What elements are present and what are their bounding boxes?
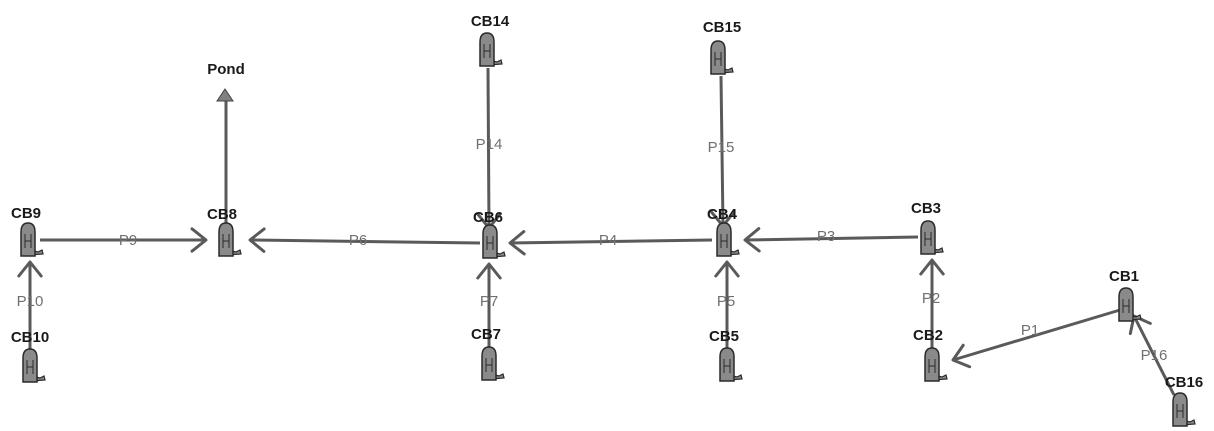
node-cb10[interactable]: CB10: [11, 329, 49, 383]
pipe-p6[interactable]: P6: [248, 227, 481, 253]
pipe-p14[interactable]: P14: [476, 67, 503, 230]
flow-arrow-icon: [743, 227, 761, 253]
node-label: CB2: [913, 327, 943, 344]
catch-basin-icon: [924, 347, 948, 382]
outfall-pond[interactable]: Pond: [207, 61, 245, 102]
catch-basin-icon: [22, 348, 46, 383]
flow-arrow-icon: [951, 343, 972, 369]
catch-basin-icon: [481, 346, 505, 381]
catch-basin-icon: [20, 222, 44, 257]
flow-arrow-icon: [919, 258, 945, 276]
catch-basin-icon: [716, 222, 740, 257]
pipe-label: P7: [480, 293, 498, 310]
pipe-label: P14: [476, 136, 503, 153]
catch-basin-icon: [719, 347, 743, 382]
pipe-label: P10: [17, 293, 44, 310]
node-label: CB6: [473, 209, 503, 226]
pipe-line[interactable]: [719, 75, 725, 227]
pipe-p2[interactable]: P2: [919, 258, 945, 352]
node-cb9[interactable]: CB9: [11, 205, 44, 257]
flow-arrow-icon: [17, 260, 43, 278]
node-label: CB16: [1165, 374, 1203, 391]
pipe-label: P1: [1021, 322, 1039, 339]
pipe-label: P4: [599, 232, 617, 249]
outfall-triangle-icon: [216, 88, 234, 102]
flow-arrow-icon: [714, 260, 740, 278]
node-label: CB10: [11, 329, 49, 346]
flow-arrow-icon: [248, 227, 266, 253]
catch-basin-icon: [1118, 287, 1142, 322]
catch-basin-icon: [482, 224, 506, 259]
node-cb4[interactable]: CB4: [707, 206, 740, 257]
node-cb14[interactable]: CB14: [471, 13, 510, 67]
catch-basin-icon: [920, 220, 944, 255]
pipe-line[interactable]: [509, 238, 713, 245]
flow-arrow-icon: [476, 262, 502, 280]
pipe-p1[interactable]: P1: [951, 308, 1121, 369]
node-label: CB8: [207, 206, 237, 223]
pipe-p4[interactable]: P4: [508, 230, 713, 256]
node-label: CB1: [1109, 268, 1139, 285]
pipe-p9[interactable]: P9: [40, 227, 208, 253]
pipe-label: P9: [119, 232, 137, 249]
pipe-line[interactable]: [744, 235, 919, 242]
node-cb8[interactable]: CB8: [207, 206, 242, 257]
pipe-label: P6: [349, 232, 367, 249]
node-label: CB15: [703, 19, 741, 36]
node-label: Pond: [207, 61, 245, 78]
node-cb16[interactable]: CB16: [1165, 374, 1203, 427]
node-label: CB7: [471, 326, 501, 343]
pipe-label: P16: [1141, 347, 1168, 364]
pipe-p3[interactable]: P3: [743, 227, 919, 253]
pipe-line[interactable]: [486, 67, 491, 229]
pipe-p15[interactable]: P15: [708, 75, 736, 228]
node-cb5[interactable]: CB5: [709, 328, 743, 382]
pipe-p10[interactable]: P10: [17, 260, 44, 352]
catch-basin-icon: [479, 32, 503, 67]
flow-arrow-icon: [508, 230, 526, 256]
node-cb15[interactable]: CB15: [703, 19, 741, 75]
node-cb7[interactable]: CB7: [471, 326, 505, 381]
flow-arrow-icon: [190, 227, 208, 253]
catch-basin-icon: [218, 222, 242, 257]
node-cb6[interactable]: CB6: [473, 209, 506, 259]
catch-basin-icon: [710, 40, 734, 75]
pipe-label: P3: [817, 228, 835, 245]
node-label: CB9: [11, 205, 41, 222]
node-label: CB5: [709, 328, 739, 345]
pipe-label: P15: [708, 139, 735, 156]
pipe-line[interactable]: [952, 308, 1121, 362]
pipe-label: P5: [717, 293, 735, 310]
node-cb1[interactable]: CB1: [1109, 268, 1142, 322]
node-cb2[interactable]: CB2: [913, 327, 948, 382]
node-cb3[interactable]: CB3: [911, 200, 944, 255]
node-label: CB14: [471, 13, 510, 30]
node-label: CB4: [707, 206, 738, 223]
pipe-label: P2: [922, 290, 940, 307]
node-label: CB3: [911, 200, 941, 217]
pipe-p5[interactable]: P5: [714, 260, 740, 352]
catch-basin-icon: [1172, 392, 1196, 427]
pipe-p7[interactable]: P7: [476, 262, 502, 352]
pipe-line[interactable]: [1132, 315, 1176, 396]
pipe-line[interactable]: [249, 238, 481, 245]
